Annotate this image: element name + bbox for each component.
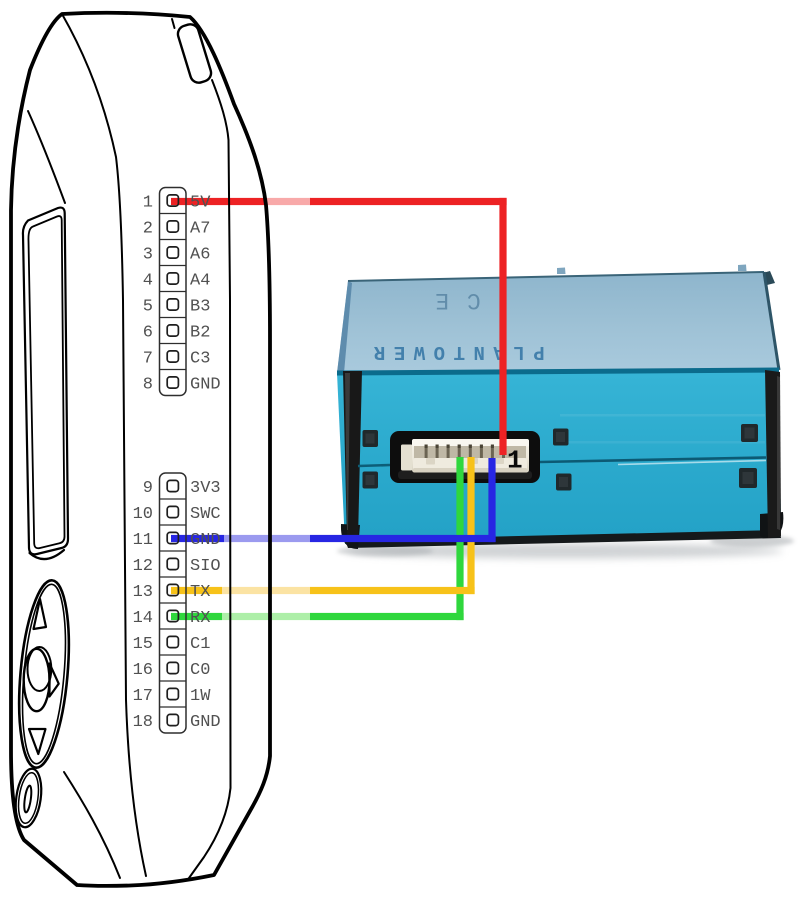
- svg-text:RX: RX: [190, 609, 210, 628]
- svg-text:TX: TX: [190, 583, 210, 602]
- svg-text:9: 9: [143, 479, 153, 498]
- svg-text:6: 6: [143, 324, 153, 343]
- svg-text:2: 2: [143, 220, 153, 239]
- svg-text:A6: A6: [190, 246, 210, 265]
- svg-text:5: 5: [143, 298, 153, 317]
- svg-text:3: 3: [143, 246, 153, 265]
- svg-text:10: 10: [133, 505, 153, 524]
- svg-text:4: 4: [143, 272, 153, 291]
- svg-text:CE: CE: [417, 287, 481, 313]
- svg-text:7: 7: [143, 350, 153, 369]
- svg-text:C0: C0: [190, 661, 210, 680]
- svg-text:12: 12: [133, 557, 153, 576]
- svg-text:A7: A7: [190, 220, 210, 239]
- svg-text:1W: 1W: [190, 687, 211, 706]
- svg-text:B2: B2: [190, 324, 210, 343]
- svg-text:16: 16: [133, 661, 153, 680]
- svg-text:A4: A4: [190, 272, 210, 291]
- svg-text:PLANTOWER: PLANTOWER: [365, 341, 544, 363]
- svg-text:11: 11: [133, 531, 153, 550]
- svg-text:SIO: SIO: [190, 557, 221, 576]
- svg-text:GND: GND: [190, 531, 221, 550]
- svg-text:GND: GND: [190, 376, 221, 395]
- svg-text:18: 18: [133, 713, 153, 732]
- svg-text:C3: C3: [190, 350, 210, 369]
- svg-text:8: 8: [143, 376, 153, 395]
- svg-text:14: 14: [133, 609, 153, 628]
- svg-text:SWC: SWC: [190, 505, 221, 524]
- svg-text:B3: B3: [190, 298, 210, 317]
- svg-text:1: 1: [507, 446, 523, 476]
- svg-text:17: 17: [133, 687, 153, 706]
- svg-text:15: 15: [133, 635, 153, 654]
- svg-text:1: 1: [143, 194, 153, 213]
- svg-text:13: 13: [133, 583, 153, 602]
- svg-text:5V: 5V: [190, 194, 211, 213]
- svg-text:C1: C1: [190, 635, 210, 654]
- svg-text:GND: GND: [190, 713, 221, 732]
- svg-text:3V3: 3V3: [190, 479, 221, 498]
